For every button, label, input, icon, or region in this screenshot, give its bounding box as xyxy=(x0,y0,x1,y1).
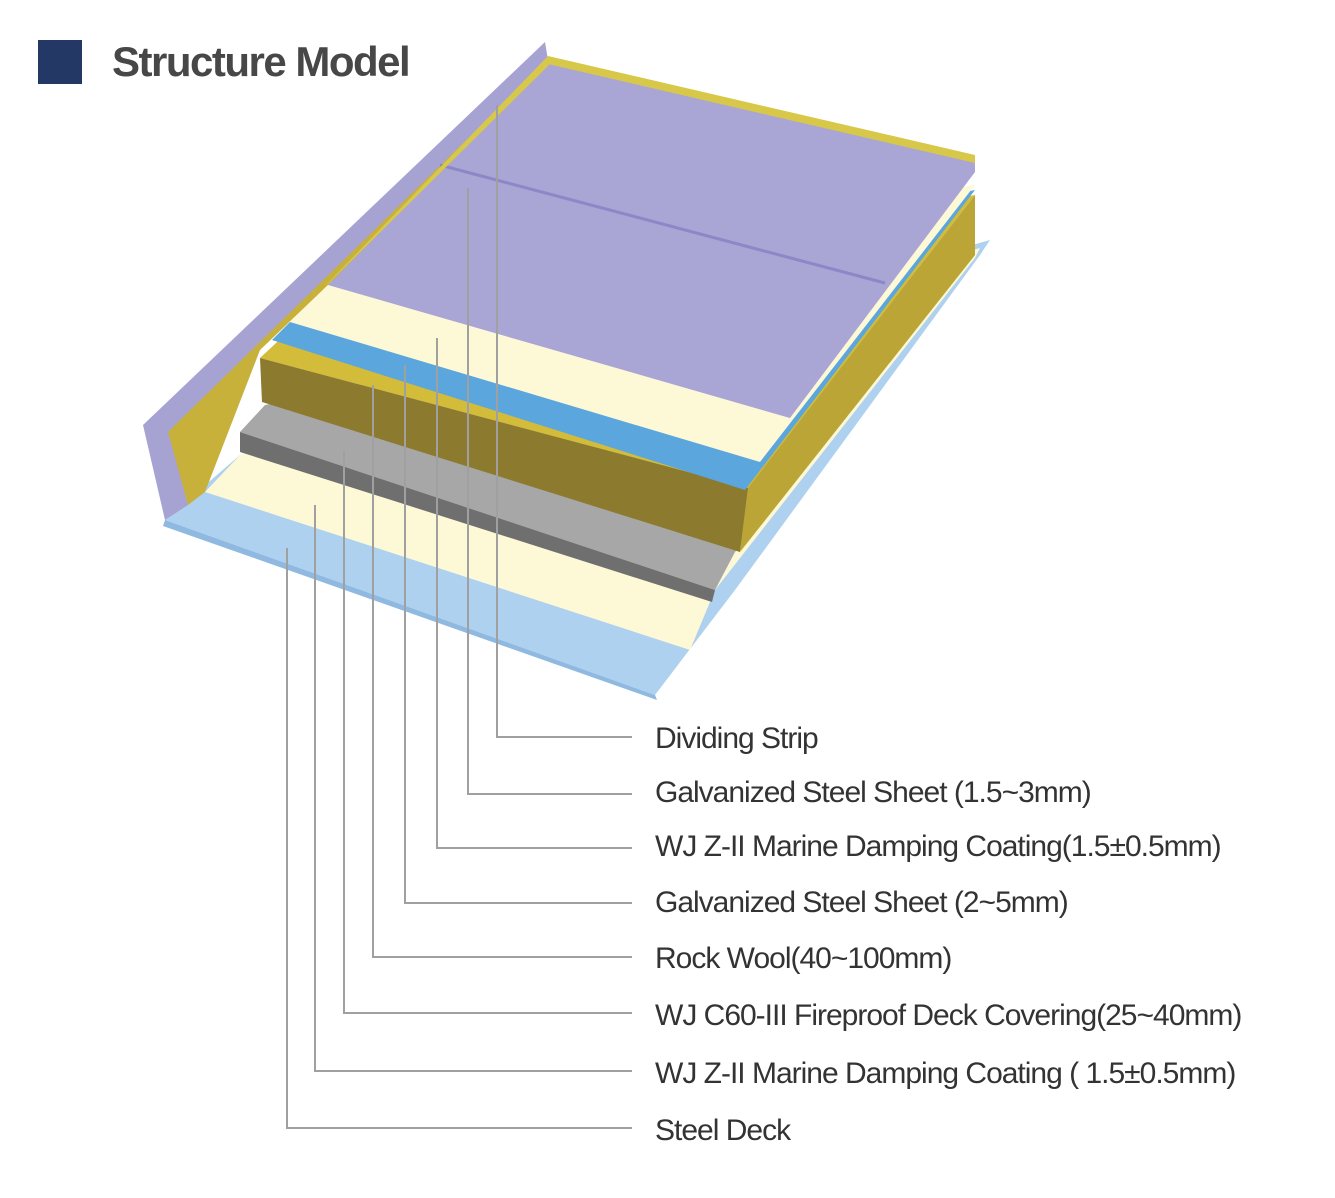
label-damping-lower: WJ Z-II Marine Damping Coating ( 1.5±0.5… xyxy=(655,1057,1235,1090)
label-steel-deck: Steel Deck xyxy=(655,1114,792,1147)
leader-line-damping-lower xyxy=(314,505,632,1072)
label-dividing-strip: Dividing Strip xyxy=(655,722,818,755)
label-galvanized-1-5-3: Galvanized Steel Sheet (1.5~3mm) xyxy=(655,776,1091,809)
leader-line-steel-deck xyxy=(286,548,632,1129)
dividing-strip-layer xyxy=(326,56,975,285)
label-fireproof: WJ C60-III Fireproof Deck Covering(25~40… xyxy=(655,999,1241,1032)
header: Structure Model xyxy=(38,38,411,86)
label-galvanized-2-5: Galvanized Steel Sheet (2~5mm) xyxy=(655,886,1068,919)
label-damping-upper: WJ Z-II Marine Damping Coating(1.5±0.5mm… xyxy=(655,830,1221,863)
leader-line-fireproof xyxy=(343,451,632,1014)
galvanized-sheet-1-5-3-layer xyxy=(328,60,975,418)
leader-lines xyxy=(286,105,632,1129)
label-rock-wool: Rock Wool(40~100mm) xyxy=(655,942,951,975)
top-sheet-seam xyxy=(439,163,886,285)
rock-wool-front xyxy=(260,358,748,552)
dividing-strip-left xyxy=(326,56,552,285)
page-title: Structure Model xyxy=(112,38,411,85)
dividing-strip-back xyxy=(548,56,975,163)
leader-line-galvanized-1-5-3 xyxy=(467,188,632,795)
left-wall-face xyxy=(143,42,548,520)
fireproof-covering-front xyxy=(240,432,715,602)
top-sheet xyxy=(328,60,975,418)
leader-line-dividing-strip xyxy=(496,105,632,738)
leader-line-rock-wool xyxy=(372,385,632,958)
leader-line-galvanized-2-5 xyxy=(404,365,632,904)
title-square-icon xyxy=(38,40,82,84)
leader-line-damping-upper xyxy=(436,338,632,849)
layer-labels: Dividing Strip Galvanized Steel Sheet (1… xyxy=(655,722,1242,1147)
rock-wool-side xyxy=(740,195,975,552)
